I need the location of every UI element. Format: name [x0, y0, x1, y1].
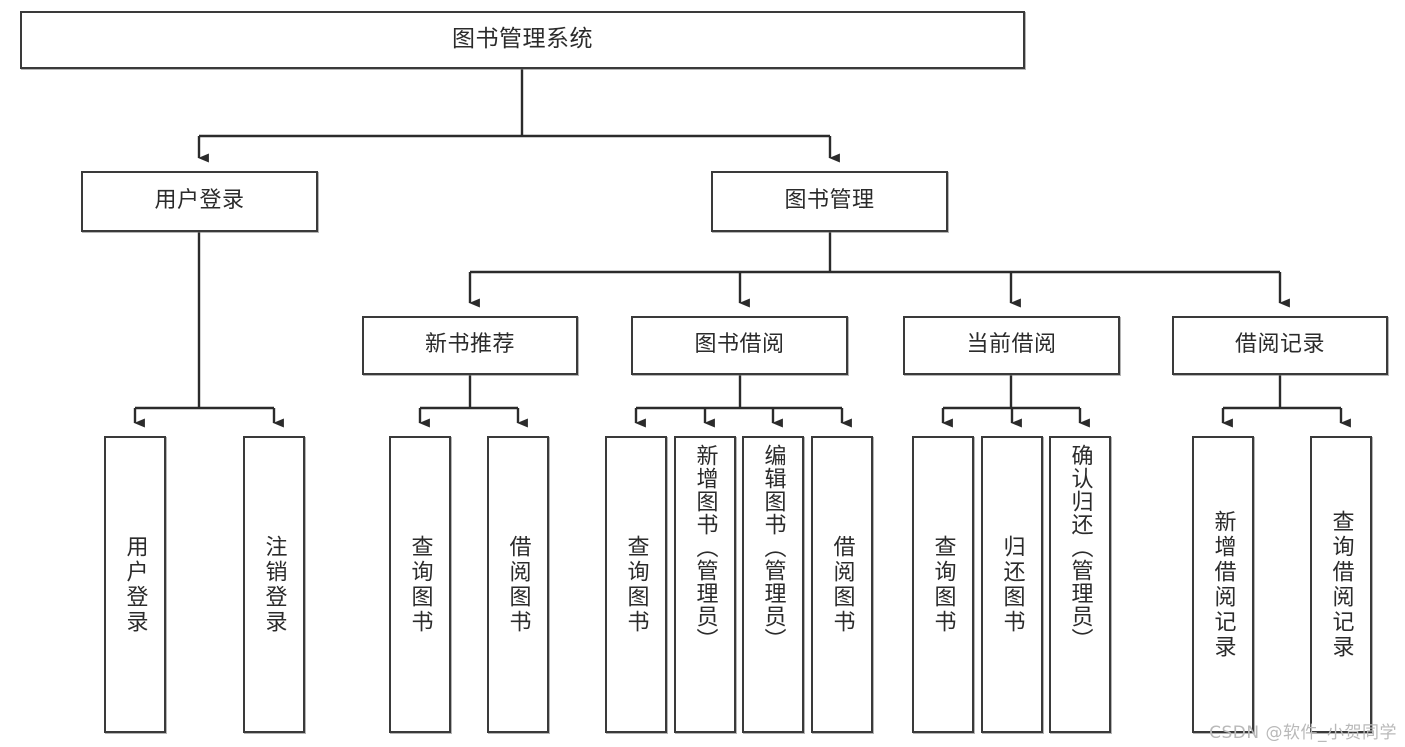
leaf-query-books-borrow[interactable]: 查询图书	[605, 436, 667, 733]
node-label: 用户登录	[122, 534, 148, 635]
node-label: 借阅记录	[1234, 332, 1325, 358]
leaf-confirm-return-admin[interactable]: 确认归还（管理员）	[1049, 436, 1111, 733]
node-label: 查询图书	[930, 534, 956, 635]
node-user-login[interactable]: 用户登录	[81, 171, 318, 232]
node-label: 新书推荐	[424, 332, 515, 358]
node-label: 图书管理	[784, 188, 875, 214]
leaf-return-books[interactable]: 归还图书	[981, 436, 1043, 733]
leaf-user-login[interactable]: 用户登录	[104, 436, 166, 733]
leaf-query-borrow-record[interactable]: 查询借阅记录	[1310, 436, 1372, 733]
node-borrow-records[interactable]: 借阅记录	[1172, 316, 1388, 375]
leaf-borrow-books-recommend[interactable]: 借阅图书	[487, 436, 549, 733]
node-new-book-recommend[interactable]: 新书推荐	[362, 316, 578, 375]
node-label: 图书管理系统	[452, 26, 593, 53]
node-label: 查询图书	[407, 534, 433, 635]
leaf-query-books-current[interactable]: 查询图书	[912, 436, 974, 733]
node-label: 当前借阅	[966, 332, 1057, 358]
leaf-add-book-admin[interactable]: 新增图书（管理员）	[674, 436, 736, 733]
node-label: 借阅图书	[505, 534, 531, 635]
watermark-text: CSDN @软件_小贺同学	[1209, 723, 1397, 743]
node-label: 确认归还（管理员）	[1067, 444, 1093, 651]
node-label: 查询借阅记录	[1328, 509, 1354, 660]
leaf-add-borrow-record[interactable]: 新增借阅记录	[1192, 436, 1254, 733]
leaf-logout[interactable]: 注销登录	[243, 436, 305, 733]
node-book-borrow[interactable]: 图书借阅	[631, 316, 848, 375]
node-label: 查询图书	[623, 534, 649, 635]
leaf-edit-book-admin[interactable]: 编辑图书（管理员）	[742, 436, 804, 733]
leaf-query-books-recommend[interactable]: 查询图书	[389, 436, 451, 733]
node-label: 注销登录	[261, 534, 287, 635]
node-book-management[interactable]: 图书管理	[711, 171, 948, 232]
node-label: 图书借阅	[694, 332, 785, 358]
node-root-system[interactable]: 图书管理系统	[20, 11, 1025, 69]
leaf-borrow-books[interactable]: 借阅图书	[811, 436, 873, 733]
node-label: 新增图书（管理员）	[692, 444, 718, 651]
node-label: 用户登录	[154, 188, 245, 214]
node-label: 编辑图书（管理员）	[760, 444, 786, 651]
node-label: 借阅图书	[829, 534, 855, 635]
node-current-borrow[interactable]: 当前借阅	[903, 316, 1120, 375]
node-label: 归还图书	[999, 534, 1025, 635]
node-label: 新增借阅记录	[1210, 509, 1236, 660]
